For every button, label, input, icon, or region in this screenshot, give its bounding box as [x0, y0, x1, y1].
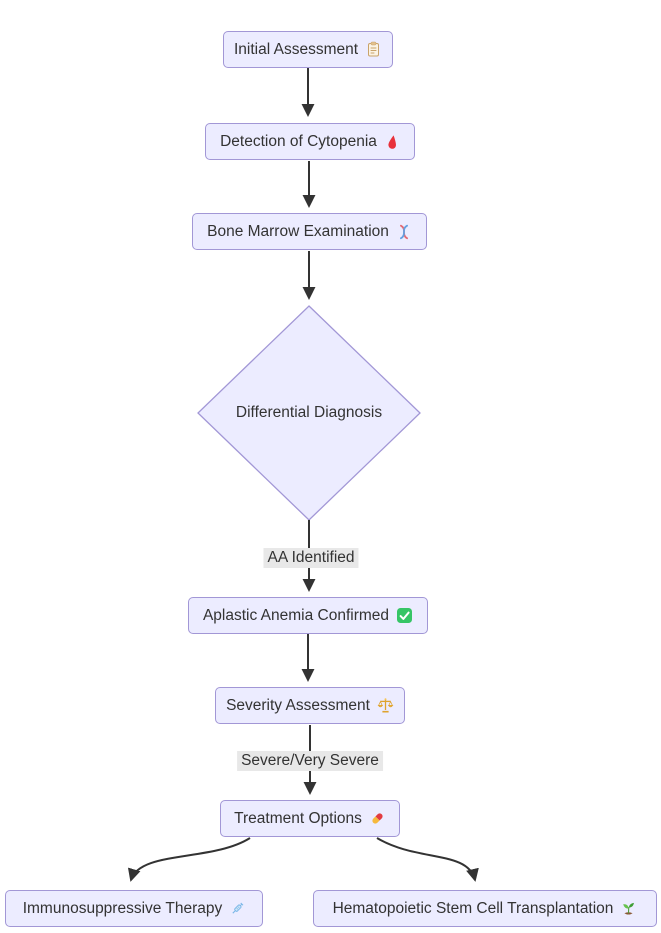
node-bone-marrow-examination: Bone Marrow Examination [192, 213, 427, 250]
node-severity-assessment-label: Severity Assessment [226, 696, 370, 714]
node-initial-assessment: Initial Assessment [223, 31, 393, 68]
node-differential-diagnosis-label: Differential Diagnosis [235, 404, 383, 421]
clipboard-icon [365, 41, 382, 58]
edge-label-severe-very-severe: Severe/Very Severe [237, 751, 383, 771]
node-bone-marrow-examination-label: Bone Marrow Examination [207, 222, 389, 240]
node-hematopoietic-stem-cell-transplantation: Hematopoietic Stem Cell Transplantation [313, 890, 657, 927]
node-aplastic-anemia-confirmed: Aplastic Anemia Confirmed [188, 597, 428, 634]
node-treatment-options-label: Treatment Options [234, 809, 362, 827]
node-initial-assessment-label: Initial Assessment [233, 40, 359, 58]
node-detection-of-cytopenia-label: Detection of Cytopenia [220, 132, 377, 150]
dna-icon [396, 224, 412, 240]
node-detection-of-cytopenia: Detection of Cytopenia [205, 123, 415, 160]
pill-icon [369, 810, 386, 827]
seedling-icon [620, 900, 637, 917]
blood-drop-icon [384, 134, 400, 150]
node-treatment-options: Treatment Options [220, 800, 400, 837]
node-immunosuppressive-therapy-label: Immunosuppressive Therapy [22, 899, 223, 917]
scale-icon [377, 697, 394, 714]
edge-treatment-to-hsct [376, 837, 479, 882]
node-hematopoietic-stem-cell-transplantation-label: Hematopoietic Stem Cell Transplantation [332, 899, 614, 917]
edge-label-aa-identified: AA Identified [263, 548, 359, 568]
node-immunosuppressive-therapy: Immunosuppressive Therapy [5, 890, 263, 927]
node-aplastic-anemia-confirmed-label: Aplastic Anemia Confirmed [202, 606, 390, 624]
node-severity-assessment: Severity Assessment [215, 687, 405, 724]
check-icon [396, 607, 413, 624]
syringe-icon [229, 901, 245, 917]
edge-treatment-to-ist [127, 837, 251, 882]
